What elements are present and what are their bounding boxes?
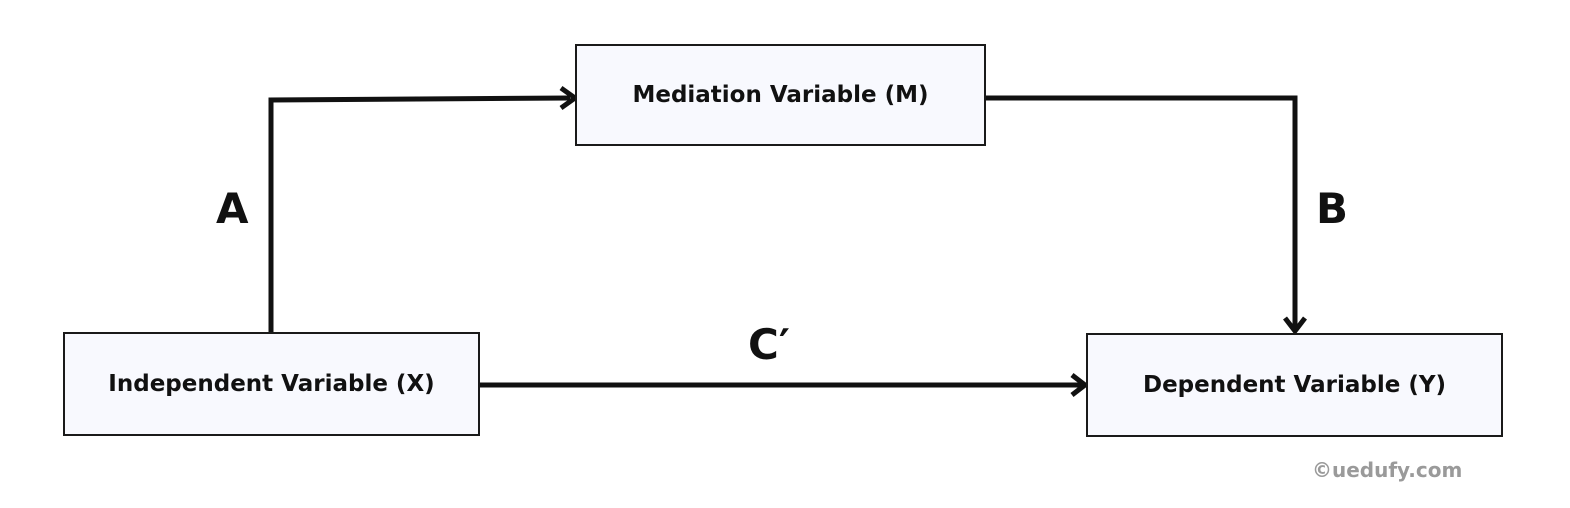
edge-label-b: B bbox=[1316, 184, 1349, 233]
watermark-text: ©uedufy.com bbox=[1312, 458, 1463, 482]
mediation-variable-box: Mediation Variable (M) bbox=[575, 44, 986, 146]
independent-variable-box: Independent Variable (X) bbox=[63, 332, 480, 436]
dependent-variable-box: Dependent Variable (Y) bbox=[1086, 333, 1503, 437]
edge-a-arrow bbox=[268, 95, 571, 332]
edge-label-a: A bbox=[216, 184, 249, 233]
edge-c-prime-arrowhead bbox=[1070, 373, 1090, 397]
edge-label-c-prime: C′ bbox=[748, 320, 790, 369]
edge-b-arrowhead bbox=[1283, 316, 1307, 336]
edge-b-arrow bbox=[986, 95, 1298, 328]
